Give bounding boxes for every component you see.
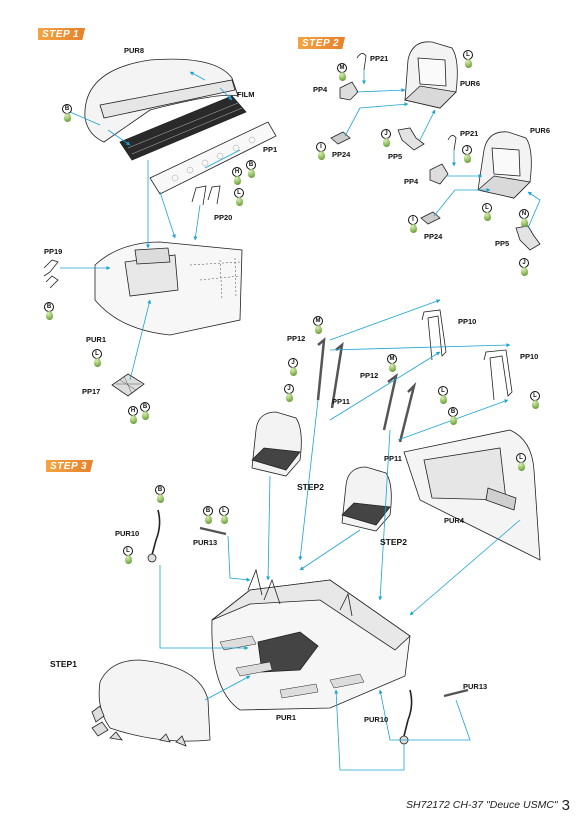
paint-callout-b: B <box>155 485 166 504</box>
label-pp1: PP1 <box>263 145 278 154</box>
paint-callout-b: B <box>44 302 55 321</box>
label-pp12-b: PP12 <box>360 371 379 380</box>
label-pur10-a: PUR10 <box>115 529 140 538</box>
label-step2-ref-b: STEP2 <box>380 537 407 547</box>
step2-banner: STEP 2 <box>298 37 346 49</box>
label-pp17: PP17 <box>82 387 101 396</box>
paint-callout-l: L <box>482 203 493 222</box>
paint-callout-m: M <box>337 63 348 82</box>
label-pp10-a: PP10 <box>458 317 477 326</box>
paint-callout-b: B <box>140 402 151 421</box>
page-number: 3 <box>561 797 570 814</box>
pp19-part <box>43 259 59 289</box>
label-step1-ref: STEP1 <box>50 659 77 669</box>
pp21-part-a <box>356 53 367 71</box>
pp4-part-b <box>429 163 449 185</box>
label-pur1-a: PUR1 <box>86 335 107 344</box>
paint-callout-l: L <box>234 188 245 207</box>
step1-ref-console <box>98 659 211 742</box>
label-step2-ref-a: STEP2 <box>297 482 324 492</box>
pp12-belt-a <box>316 337 326 401</box>
label-pp4-a: PP4 <box>313 85 328 94</box>
pur10-part-b <box>403 689 413 737</box>
step2-seats <box>330 41 541 251</box>
paint-callout-i: I <box>408 215 419 234</box>
paint-callout-h: H <box>128 406 139 425</box>
label-pp24-b: PP24 <box>424 232 443 241</box>
label-pp24-a: PP24 <box>332 150 351 159</box>
label-pp5-a: PP5 <box>388 152 403 161</box>
label-pur10-b: PUR10 <box>364 715 389 724</box>
label-pp5-b: PP5 <box>495 239 510 248</box>
label-pp11-b: PP11 <box>384 454 402 463</box>
pp10-frame-b <box>483 349 513 401</box>
pp17-part <box>111 373 145 397</box>
label-pp4-b: PP4 <box>404 177 419 186</box>
step3-floor <box>91 509 469 747</box>
paint-callout-b: B <box>62 104 73 123</box>
label-film: FILM <box>237 90 255 99</box>
paint-callout-b: B <box>246 160 257 179</box>
paint-callout-h: H <box>232 167 243 186</box>
step1-assembly <box>43 58 277 397</box>
paint-callout-j: J <box>519 258 530 277</box>
pur13-part-b <box>443 688 469 698</box>
paint-callout-l: L <box>438 386 449 405</box>
pp24-part-b <box>420 211 441 225</box>
label-pur6-b: PUR6 <box>530 126 551 135</box>
paint-callout-j: J <box>462 145 473 164</box>
step1-banner: STEP 1 <box>38 28 86 40</box>
paint-callout-j: J <box>381 129 392 148</box>
paint-callout-l: L <box>219 506 230 525</box>
paint-callout-l: L <box>516 453 527 472</box>
label-pp20: PP20 <box>214 213 233 222</box>
paint-callout-m: M <box>387 354 398 373</box>
label-pp21-b: PP21 <box>460 129 479 138</box>
label-pp21-a: PP21 <box>370 54 389 63</box>
paint-callout-b: B <box>203 506 214 525</box>
pp24-part-a <box>330 131 351 145</box>
pp4-part-a <box>339 81 359 101</box>
paint-callout-n: N <box>519 209 530 228</box>
pur13-part-a <box>199 526 227 536</box>
paint-callout-l: L <box>92 349 103 368</box>
label-pur8: PUR8 <box>124 46 145 55</box>
pur10-part-a <box>151 509 161 556</box>
paint-callout-j: J <box>288 358 299 377</box>
page-footer: SH72172 CH-37 "Deuce USMC"3 <box>406 797 570 814</box>
pp5-part-a <box>397 127 425 151</box>
label-pp11-a: PP11 <box>332 397 350 406</box>
paint-callout-b: B <box>448 407 459 426</box>
pp10-frame-a <box>421 309 447 361</box>
label-pur6-a: PUR6 <box>460 79 481 88</box>
label-pur4: PUR4 <box>444 516 465 525</box>
label-pp19: PP19 <box>44 247 63 256</box>
paint-callout-m: M <box>313 316 324 335</box>
step3-banner: STEP 3 <box>46 460 94 472</box>
pp21-part-b <box>447 135 457 151</box>
paint-callout-l: L <box>463 50 474 69</box>
pp20-part <box>191 185 221 206</box>
pp11-belt-a <box>330 341 344 409</box>
pp5-part-b <box>515 225 541 251</box>
paint-callout-l: L <box>530 391 541 410</box>
film-part <box>119 95 247 161</box>
label-pur13-b: PUR13 <box>463 682 488 691</box>
label-pp12-a: PP12 <box>287 334 306 343</box>
pp1-part <box>149 121 277 195</box>
pp11-belt-b <box>398 381 417 443</box>
paint-callout-j: J <box>284 384 295 403</box>
pp12-belt-b <box>382 372 398 431</box>
label-pp10-b: PP10 <box>520 352 539 361</box>
paint-callout-i: I <box>316 142 327 161</box>
label-pur1-b: PUR1 <box>276 713 297 722</box>
belts-assembly <box>251 309 541 561</box>
footer-title: SH72172 CH-37 "Deuce USMC" <box>406 799 558 811</box>
paint-callout-l: L <box>123 546 134 565</box>
label-pur13-a: PUR13 <box>193 538 218 547</box>
